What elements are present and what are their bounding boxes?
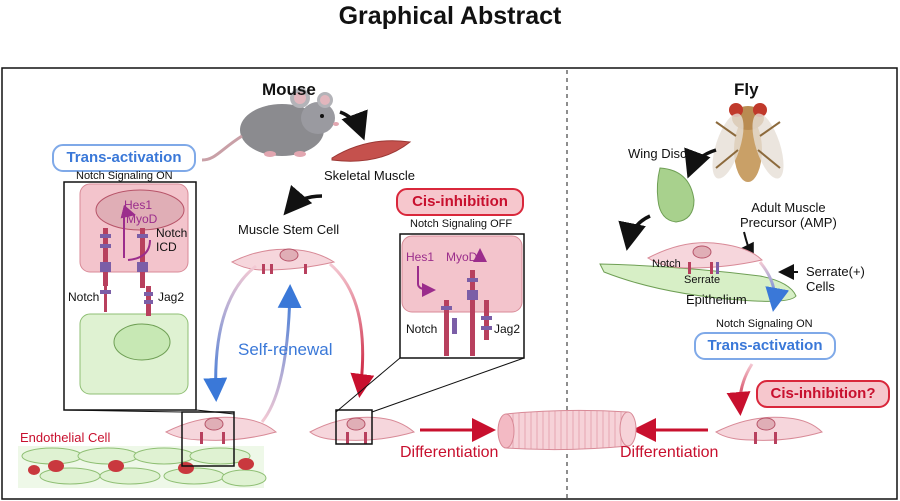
trans-activation-badge: Trans-activation [52, 144, 196, 172]
cis-jag2-label: Jag2 [494, 322, 521, 336]
mouse-header: Mouse [262, 80, 316, 99]
mouse-to-muscle-arrow [339, 109, 368, 141]
cis-status-label: Notch Signaling OFF [410, 218, 513, 230]
amp-cell [646, 242, 763, 274]
trans-status-label: Notch Signaling ON [76, 170, 173, 182]
cis-myod-label: MyoD [446, 250, 478, 264]
disc-to-amp-arrow [618, 214, 651, 251]
fly-status-label: Notch Signaling ON [716, 318, 813, 330]
arrow-to-niche-cell [203, 264, 257, 402]
outer-frame [1, 67, 898, 500]
trans-hes1-label: Hes1 [124, 198, 153, 212]
fly-cis-inhibition-badge: Cis-inhibition? [756, 380, 890, 408]
skeletal-muscle-icon [331, 140, 412, 162]
page-title: Graphical Abstract [338, 2, 562, 30]
trans-jag2-label: Jag2 [158, 290, 185, 304]
trans-activation-inset [63, 181, 197, 411]
self-renewal-arrow [260, 284, 302, 423]
fly-notch-label: Notch [652, 258, 681, 270]
fly-differentiating-amp [715, 416, 823, 444]
skeletal-muscle-label: Skeletal Muscle [324, 168, 416, 183]
fly-cis-arrow [726, 363, 754, 416]
wing-disc-label: Wing Disc [628, 146, 687, 161]
cis-zoom-box [335, 409, 373, 445]
cis-hes1-label: Hes1 [406, 250, 435, 264]
arrow-to-cis-cell [329, 262, 375, 398]
muscle-to-stem-arrow [283, 184, 323, 216]
amp-label: Adult Muscle Precursor (AMP) [740, 200, 837, 230]
cis-inhibition-badge: Cis-inhibition [396, 188, 524, 216]
niche-zoom-box [181, 411, 235, 467]
fly-trans-activation-arrow [758, 261, 790, 312]
niche-muscle-stem-cell [164, 416, 278, 444]
trans-myod-label: MyoD [126, 212, 158, 226]
cis-notch-label: Notch [406, 322, 438, 336]
cis-inhibition-inset [399, 233, 525, 359]
muscle-stem-cell-label: Muscle Stem Cell [238, 222, 340, 237]
fly-to-disc-arrow [684, 147, 717, 179]
wing-disc-icon [656, 167, 695, 223]
mouse-differentiation-label: Differentiation [400, 444, 499, 461]
muscle-stem-cell [230, 248, 336, 274]
mouse-icon [201, 88, 339, 162]
differentiating-muscle-stem-cell [309, 416, 416, 444]
serrate-cells-label: Serrate(+) Cells [806, 264, 865, 294]
notch-icd-label: Notch ICD [156, 226, 188, 254]
endothelial-cell-label: Endothelial Cell [20, 430, 111, 445]
fly-header: Fly [734, 80, 759, 99]
fly-differentiation-label: Differentiation [620, 444, 719, 461]
fly-trans-activation-badge: Trans-activation [694, 332, 836, 360]
myotube [497, 409, 637, 451]
fly-icon [712, 103, 784, 182]
trans-notch-label: Notch [68, 290, 100, 304]
endothelium [18, 446, 267, 488]
self-renewal-label: Self-renewal [238, 340, 333, 359]
epithelium-label: Epithelium [686, 292, 747, 307]
fly-serrate-label: Serrate [684, 274, 721, 286]
